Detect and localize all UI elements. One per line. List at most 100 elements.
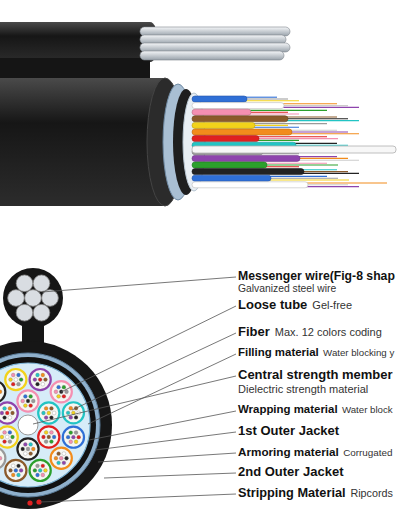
optical-fiber: [249, 113, 299, 114]
optical-fiber: [298, 158, 348, 159]
leader-line: [42, 277, 236, 292]
optical-fiber: [8, 431, 12, 435]
part-name: Fiber: [238, 325, 270, 340]
optical-fiber: [9, 468, 13, 472]
steel-strand: [33, 275, 50, 292]
optical-fiber: [44, 416, 48, 420]
optical-fiber: [0, 456, 2, 460]
loose-tube: [63, 427, 84, 448]
optical-fiber: [269, 178, 338, 179]
optical-fiber: [17, 464, 21, 468]
steel-strand: [140, 35, 286, 44]
optical-fiber: [77, 435, 81, 439]
optical-fiber: [294, 145, 348, 146]
optical-fiber: [65, 390, 69, 394]
steel-strand: [140, 27, 290, 36]
loose-tube: [192, 122, 327, 128]
part-spec: Max. 12 colors coding: [275, 326, 382, 339]
callout-row: Messenger wire(Fig-8 shapGalvanized stee…: [238, 269, 395, 295]
part-spec: Water blocking y: [323, 347, 394, 358]
loose-tube: [0, 381, 5, 402]
part-spec: Water block: [342, 404, 393, 415]
callout-row: Armoring materialCorrugated: [238, 445, 393, 458]
optical-fiber: [62, 394, 66, 398]
tube-body: [192, 122, 255, 128]
optical-fiber: [265, 163, 327, 164]
optical-fiber: [11, 382, 15, 386]
optical-fiber: [62, 452, 66, 456]
tube-wall: [30, 369, 51, 390]
optical-fiber: [29, 404, 33, 408]
loose-tube: [38, 426, 59, 447]
leader-line: [95, 432, 236, 450]
part-name: Wrapping material: [238, 403, 338, 416]
loose-tube: [192, 169, 359, 175]
callout-row: Stripping MaterialRipcords: [238, 486, 393, 501]
tube-wall: [30, 460, 51, 481]
outer-jacket: [0, 341, 112, 509]
optical-fiber: [3, 416, 7, 420]
optical-fiber: [23, 395, 27, 399]
loose-tube: [0, 426, 18, 447]
optical-fiber: [265, 166, 299, 167]
corrugated-armor: [0, 353, 100, 497]
loose-tube: [192, 175, 349, 181]
tube-body: [192, 155, 300, 161]
optical-fiber: [57, 385, 61, 389]
optical-fiber: [69, 416, 73, 420]
loose-tubes: [0, 369, 84, 481]
tube-wall: [5, 460, 26, 481]
optical-fiber: [47, 411, 51, 415]
optical-fiber: [44, 378, 48, 382]
optical-fiber: [265, 164, 338, 165]
leader-line: [88, 354, 236, 424]
steel-strand: [8, 290, 25, 307]
callout-row: Wrapping material Water block: [238, 403, 393, 416]
leader-line: [104, 473, 236, 478]
optical-fiber: [3, 440, 7, 444]
optical-fiber: [14, 378, 18, 382]
optical-fiber: [257, 136, 327, 137]
loose-tubes: [192, 96, 387, 188]
optical-fiber: [298, 156, 337, 157]
loose-tube: [192, 109, 327, 115]
optical-fiber: [62, 385, 66, 389]
optical-fiber: [17, 382, 21, 386]
optical-fiber: [23, 404, 27, 408]
optical-fiber: [17, 373, 21, 377]
optical-fiber: [11, 373, 15, 377]
optical-fiber: [74, 431, 78, 435]
optical-fiber: [11, 411, 15, 415]
optical-fiber: [11, 464, 15, 468]
tube-body: [192, 96, 247, 102]
loose-tube: [17, 390, 38, 411]
optical-fiber: [8, 407, 12, 411]
optical-fiber: [253, 125, 288, 126]
part-spec: Dielectric strength material: [238, 383, 368, 396]
tube-wall: [51, 448, 72, 469]
optical-fiber: [66, 411, 70, 415]
loose-tube: [192, 103, 359, 109]
optical-fiber: [31, 399, 35, 403]
optical-fiber: [302, 173, 359, 174]
tube-body: [192, 129, 292, 135]
loose-tube: [30, 369, 51, 390]
messenger-jacket: [3, 268, 63, 328]
optical-fiber: [36, 473, 40, 477]
optical-fiber: [38, 378, 42, 382]
optical-fiber: [52, 435, 56, 439]
part-spec: Gel-free: [312, 299, 352, 312]
optical-fiber: [29, 443, 33, 447]
optical-fiber: [65, 456, 69, 460]
optical-fiber: [11, 435, 15, 439]
optical-fiber: [286, 120, 359, 121]
optical-fiber: [44, 468, 48, 472]
tube-wall: [17, 438, 38, 459]
optical-fiber: [302, 169, 337, 170]
tube-body: [192, 162, 267, 168]
optical-fiber: [282, 105, 348, 106]
optical-fiber: [52, 411, 56, 415]
optical-fiber: [257, 138, 338, 139]
loose-tube: [192, 162, 338, 168]
loose-tube: [192, 136, 338, 142]
